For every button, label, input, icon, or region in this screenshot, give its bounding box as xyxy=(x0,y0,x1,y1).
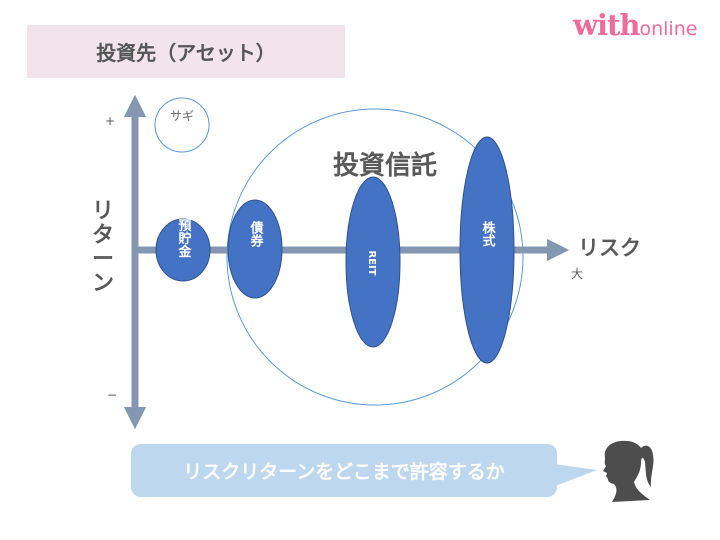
fraud-circle xyxy=(154,97,210,153)
plus-label: + xyxy=(105,114,116,128)
reit-ellipse xyxy=(345,176,401,348)
large-label: 大 xyxy=(571,267,584,281)
logo-sub: online xyxy=(639,18,698,40)
stocks-ellipse xyxy=(459,136,515,364)
funds-label: 投資信託 xyxy=(333,150,437,181)
fraud-label: サギ xyxy=(170,109,194,123)
woman-silhouette-icon xyxy=(603,440,654,502)
speech-bubble: リスクリターンをどこまで許容するか xyxy=(131,444,557,497)
bonds-label: 債券 xyxy=(248,220,265,248)
return-axis-label: リターン xyxy=(91,199,114,296)
risk-axis-label: リスク xyxy=(578,236,641,260)
logo: withonline xyxy=(573,8,697,42)
logo-main: with xyxy=(573,8,640,42)
page-title: 投資先（アセット） xyxy=(27,25,345,78)
bonds-ellipse xyxy=(227,199,283,299)
reit-label: REIT xyxy=(366,250,377,275)
investment-trust-circle xyxy=(226,108,524,406)
savings-label: 預貯金 xyxy=(176,219,193,259)
savings-ellipse xyxy=(155,218,211,282)
stocks-label: 株式 xyxy=(480,220,496,248)
minus-label: − xyxy=(107,388,118,402)
